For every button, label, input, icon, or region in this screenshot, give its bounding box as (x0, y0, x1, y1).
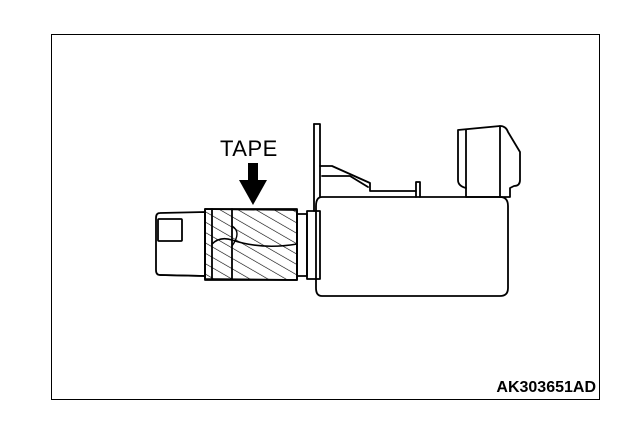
down-arrow-icon (239, 163, 267, 205)
figure-id-label: AK303651AD (496, 379, 596, 396)
mounting-bracket (313, 123, 421, 212)
taped-thread-section (204, 208, 298, 281)
tape-callout-label: TAPE (220, 136, 278, 161)
electrical-connector (457, 125, 521, 198)
valve-body (315, 196, 509, 297)
valve-tip (155, 211, 206, 277)
